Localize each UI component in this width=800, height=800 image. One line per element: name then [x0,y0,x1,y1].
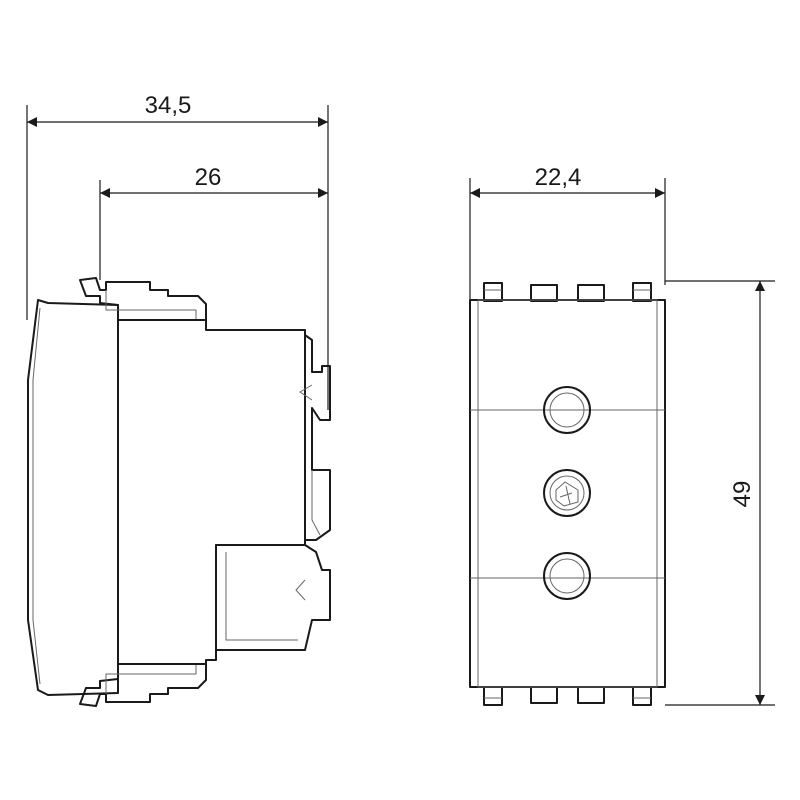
bottom-tab [483,686,503,706]
dimension-front-width: 22,4 [469,164,666,300]
front-view [469,282,666,706]
side-bottom-clip [79,663,207,707]
side-main-body [117,319,306,665]
socket-hole-bottom [543,552,591,600]
top-tab [530,284,558,302]
dimension-front-height: 49 [665,280,775,706]
dimension-total-depth: 34,5 [26,92,329,410]
side-terminal-lower-inner [225,552,298,641]
side-view [27,277,331,707]
socket-hole-top [543,386,591,434]
top-tab [483,282,503,302]
side-cover-plate [27,299,119,696]
bottom-tab [632,686,652,706]
dimension-label-front-height: 49 [729,481,756,508]
front-bottom-tabs [483,686,652,706]
side-bottom-clip-inner [105,664,197,694]
side-terminal-lower-notch [295,579,306,601]
front-plate-inner [477,299,658,688]
side-top-clip [79,277,207,321]
side-terminal-upper [304,334,331,541]
socket-hole-middle [543,469,591,517]
bottom-tab [577,686,605,704]
dimension-label-front-width: 22,4 [535,164,582,191]
side-terminal-notch [299,384,313,401]
dimension-label-total-depth: 34,5 [145,92,192,119]
side-cover-inner-edge [32,307,41,685]
side-terminal-upper-edge [311,470,321,536]
top-tab [632,282,652,302]
bottom-tab [530,686,558,704]
dimension-label-body-depth: 26 [195,164,222,191]
top-tab [577,284,605,302]
dimension-body-depth: 26 [99,164,328,280]
side-top-clip-inner [105,290,197,320]
side-terminal-lower [215,544,331,651]
front-top-tabs [483,282,652,302]
